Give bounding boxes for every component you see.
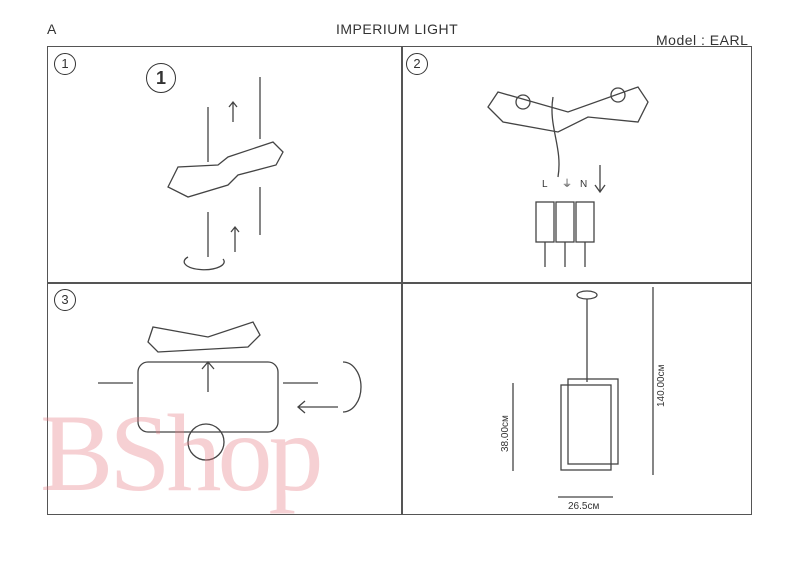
- neutral-label: N: [580, 179, 587, 190]
- step-big-number: 1: [146, 63, 176, 93]
- assembly-illustrations: L ⏚ N 140.00см 38.00см 26.5см: [98, 77, 667, 512]
- step3-canopy-drawing: [98, 321, 362, 461]
- step-number: 2: [406, 53, 428, 75]
- brand-title: IMPERIUM LIGHT: [336, 21, 459, 37]
- step-number: 3: [54, 289, 76, 311]
- step1-bracket-drawing: [167, 77, 284, 271]
- divider: [401, 47, 403, 514]
- steps-grid: 1 1 2 3 L ⏚ N 140.00см 38.00см 26.5см: [47, 46, 752, 515]
- step-number: 1: [54, 53, 76, 75]
- height-body-label: 38.00см: [500, 415, 511, 452]
- height-total-label: 140.00см: [656, 364, 667, 407]
- earth-label: ⏚: [562, 178, 572, 190]
- watermark: BShop: [40, 392, 324, 514]
- model-label: Model : EARL: [656, 32, 749, 48]
- step2-wiring-drawing: [487, 86, 649, 267]
- corner-letter: A: [47, 21, 57, 37]
- divider: [48, 282, 751, 284]
- lamp-dimension-drawing: [512, 287, 654, 498]
- live-label: L: [542, 179, 548, 190]
- width-label: 26.5см: [568, 501, 599, 512]
